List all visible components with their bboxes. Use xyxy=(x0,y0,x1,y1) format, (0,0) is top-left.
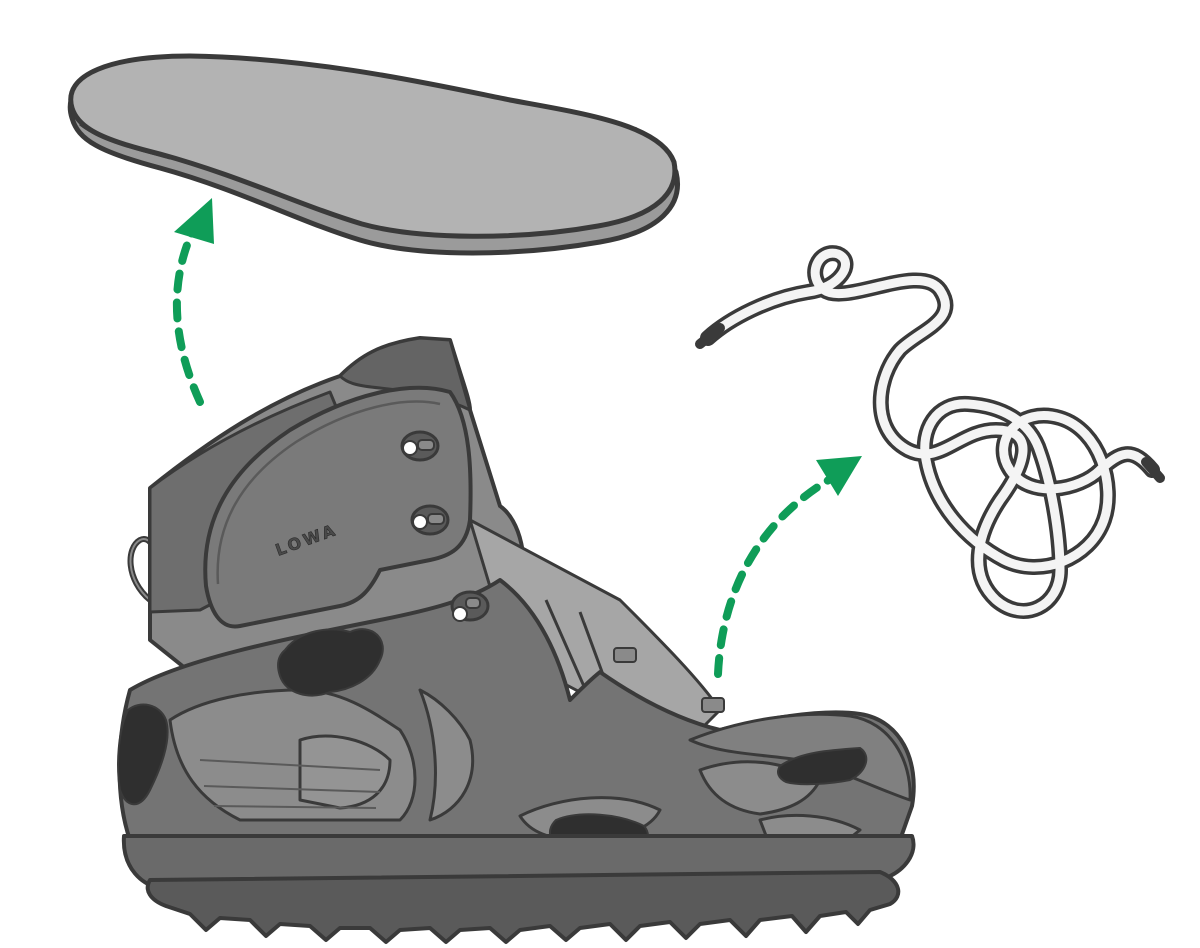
eyelet-icon xyxy=(450,590,490,622)
dashed-arrow-up-right-icon xyxy=(714,456,862,678)
insole-icon xyxy=(67,53,680,256)
hiking-boot-icon: LOWA xyxy=(117,336,916,944)
shoelace-icon xyxy=(695,245,1165,619)
dashed-arrow-up-icon xyxy=(173,198,214,406)
eyelet-icon xyxy=(410,504,450,536)
eyelet-icon xyxy=(400,430,440,462)
